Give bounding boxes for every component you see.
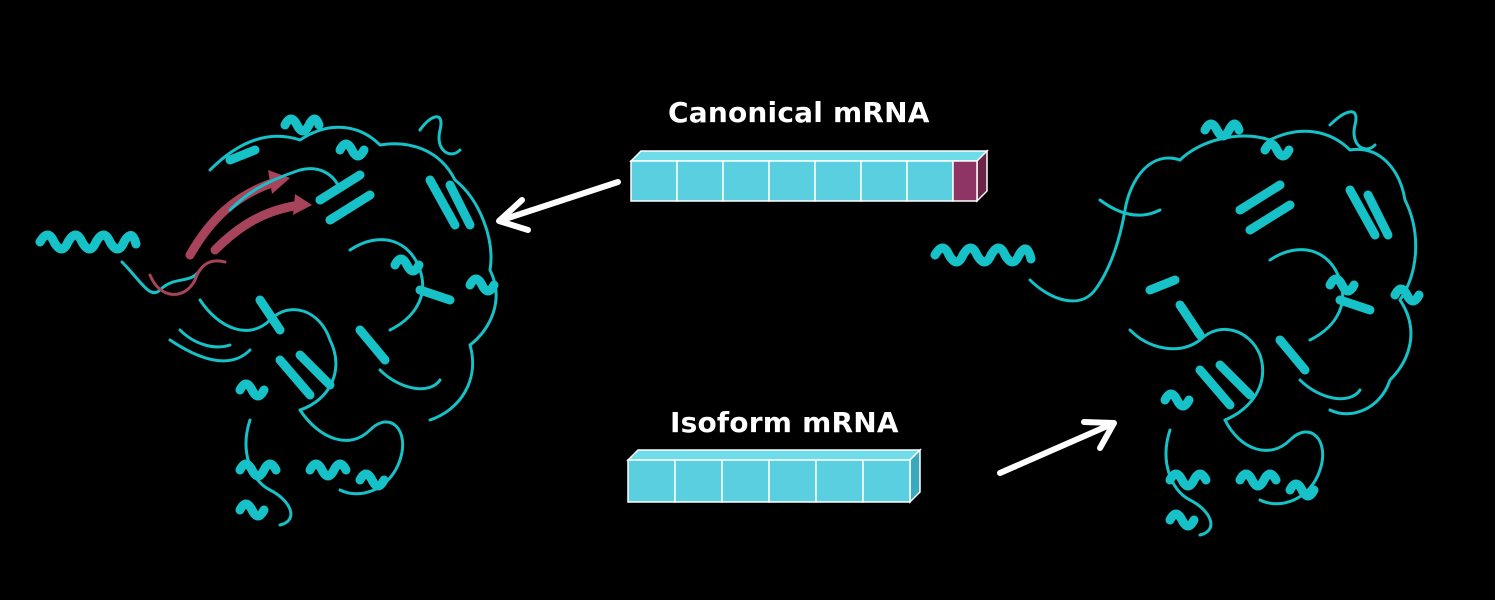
canonical-protein-structure [35, 114, 499, 527]
mrna-segment [768, 160, 816, 202]
isoform-mrna-title: Isoform mRNA [670, 406, 899, 439]
mrna-side-face [976, 149, 988, 203]
mrna-segment [768, 459, 817, 503]
mrna-side-face [909, 448, 921, 504]
protein-helix [1160, 119, 1424, 531]
highlighted-region [148, 170, 312, 296]
isoform-protein-structure [930, 110, 1424, 537]
mrna-segment [906, 160, 954, 202]
mrna-segment [674, 459, 723, 503]
mrna-segment [722, 160, 770, 202]
mrna-segment [815, 459, 864, 503]
protein-helix [930, 243, 1036, 267]
protein-sheet [225, 145, 475, 400]
mrna-segment [627, 459, 676, 503]
mrna-segment [676, 160, 724, 202]
mrna-extra-exon-segment [952, 160, 978, 202]
mrna-segment [862, 459, 911, 503]
canonical-mrna-bar [629, 149, 989, 203]
mrna-segment [860, 160, 908, 202]
protein-helix [235, 114, 499, 521]
canonical-mrna-title: Canonical mRNA [668, 96, 930, 129]
isoform-arrow [997, 421, 1115, 476]
mrna-segment [630, 160, 678, 202]
protein-helix [35, 230, 141, 254]
mrna-top-face [626, 449, 922, 461]
isoform-arrowhead [1081, 419, 1117, 451]
mrna-segment [721, 459, 770, 503]
mrna-top-face [629, 150, 989, 162]
isoform-mrna-bar [626, 448, 922, 504]
canonical-arrowhead [496, 197, 531, 233]
protein-sheet [1145, 180, 1393, 410]
canonical-arrow [499, 179, 621, 223]
mrna-segment [814, 160, 862, 202]
